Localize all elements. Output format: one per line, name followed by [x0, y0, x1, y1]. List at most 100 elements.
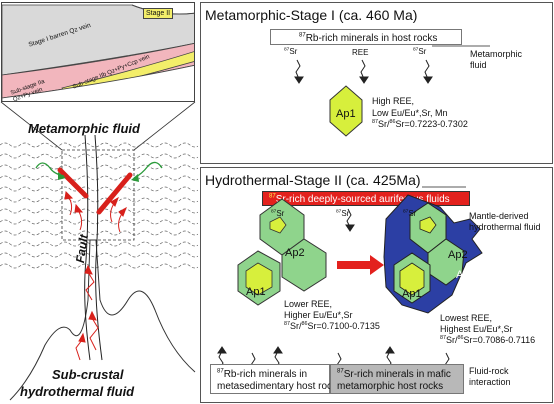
foliation-line	[0, 263, 198, 269]
foliation-line	[0, 230, 198, 236]
left-ap1-label: Ap1	[246, 286, 266, 298]
left-drawing	[0, 101, 198, 401]
right-ap1-core	[399, 262, 425, 296]
stage1-sr-right-text: Sr	[418, 47, 427, 56]
stage2-right-desc-l3-a: Sr/	[446, 335, 458, 345]
stage2-panel	[200, 167, 553, 403]
foliation-line	[0, 241, 198, 247]
fluid-rock-l2: interaction	[469, 377, 511, 387]
left-ap-right	[281, 238, 327, 292]
stage2-right-desc-l2: Highest Eu/Eu*,Sr	[440, 324, 513, 334]
left-ap1-core	[245, 262, 273, 296]
stage2-tag: Stage II	[143, 8, 174, 19]
stage1-title: Metamorphic-Stage I (ca. 460 Ma)	[205, 7, 418, 23]
foliation-line	[0, 164, 198, 170]
red-fluid-arrows	[64, 190, 127, 361]
foliation-line	[0, 153, 198, 159]
metamorphic-fluid-label: Metamorphic fluid	[28, 121, 140, 136]
foliation-line	[0, 186, 198, 192]
stage2-mantle-l2: hydrothermal fluid	[469, 222, 541, 232]
stage1-desc-l3: 87Sr/86Sr=0.7223-0.7302	[372, 119, 468, 129]
host-rock-foliation	[0, 142, 198, 269]
stage1-sr-right-sup: 87	[413, 47, 419, 53]
stage1-rb-box: 87Rb-rich minerals in host rocks	[270, 29, 462, 45]
stage2-sr-2-text: Sr	[341, 209, 350, 218]
stage2-right-desc-l3-b-sup: 86	[457, 335, 464, 341]
stage1-desc-l3-b-sup: 86	[389, 119, 396, 125]
stage2-right-desc-l3-b: Sr=0.7086-0.7116	[463, 335, 536, 345]
stage2-sr-box-sup: 87	[337, 368, 344, 375]
stage2-banner-sup: 87	[269, 193, 276, 200]
stage2-left-desc-l3-b: Sr=0.7100-0.7135	[307, 321, 380, 331]
stage2-rb-box-sup: 87	[217, 368, 224, 375]
stage1-panel	[200, 2, 553, 164]
fault-label: Fault	[73, 233, 91, 264]
stage2-transition-arrow	[337, 255, 384, 275]
right-ap2-label: Ap2	[448, 249, 468, 261]
stage2-drawing	[217, 186, 483, 376]
stage1-arrows	[294, 59, 433, 84]
stage1-rb-sup: 87	[299, 32, 306, 39]
foliation-line	[0, 142, 198, 148]
stage2-sr-box-l1: 87Sr-rich minerals in mafic	[337, 369, 463, 381]
stage2-sr-box-l2: metamorphic host rocks	[337, 381, 444, 392]
stage2-sr-3-sup: 87	[403, 209, 409, 215]
foliation-line	[0, 175, 198, 181]
stage2-sr-1-text: Sr	[276, 209, 285, 218]
stage2-right-cluster	[383, 194, 483, 314]
subcrustal-label-1: Sub-crustal	[52, 367, 124, 382]
stage2-left-cluster	[237, 198, 327, 306]
foliation-line	[0, 197, 198, 203]
stage2-left-desc-l2: Higher Eu/Eu*,Sr	[284, 310, 353, 320]
stage1-desc-l3-a-sup: 87	[372, 119, 378, 125]
stage1-fluid-l2: fluid	[470, 60, 487, 70]
stage1-fluid-l1: Metamorphic	[470, 49, 523, 59]
stage2-right-desc-l1: Lowest REE,	[440, 313, 493, 323]
stage2-sr-2-sup: 87	[336, 209, 342, 215]
fault-line-b	[94, 134, 103, 361]
right-ap3-label: Ap3	[456, 269, 476, 281]
stage1-desc-l3-a: Sr/	[378, 119, 390, 129]
stage2-right-desc-l3: 87Sr/86Sr=0.7086-0.7116	[440, 335, 536, 345]
stage2-sr-box-text: Sr-rich minerals in mafic	[343, 369, 451, 380]
stage2-sr-3: 87Sr	[403, 209, 416, 218]
stage2-left-desc-l3-a-sup: 87	[284, 321, 290, 327]
subcrustal-label-2: hydrothermal fluid	[20, 384, 135, 399]
stage1-rb-text: Rb-rich minerals in host rocks	[305, 33, 438, 44]
stage1-sr-left-sup: 87	[284, 47, 290, 53]
stage1-drawing	[294, 45, 490, 137]
red-vein-right	[96, 172, 133, 215]
left-ap2-core	[269, 216, 287, 234]
green-arrow-right	[133, 161, 163, 179]
subcrustal-outline	[9, 239, 196, 401]
stage2-rb-box: 87Rb-rich minerals in metasedimentary ho…	[210, 364, 343, 394]
stage2-left-desc-l3-a: Sr/	[290, 321, 302, 331]
vein-host-lower	[2, 65, 194, 101]
stage2-banner-text: Sr-rich deeply-sourced auriferous fluids	[275, 194, 450, 205]
green-arrow-left-head	[58, 172, 66, 180]
left-ap2-label: Ap2	[285, 247, 305, 259]
green-arrow-right-head	[131, 174, 139, 182]
stage2-left-desc-l1: Lower REE,	[284, 299, 333, 309]
zoom-rectangle	[61, 149, 135, 241]
stage1-sr-right: 87Sr	[413, 47, 427, 56]
stage2-left-desc-l3: 87Sr/86Sr=0.7100-0.7135	[284, 321, 380, 331]
stage1-sr-left: 87Sr	[284, 47, 297, 56]
stage1-ap1-crystal	[329, 85, 363, 137]
stage2-rb-box-l1: 87Rb-rich minerals in	[217, 369, 329, 381]
stage1-desc-l3-b: Sr=0.7223-0.7302	[395, 119, 468, 129]
foliation-line	[0, 219, 198, 225]
stage2-title: Hydrothermal-Stage II (ca. 425Ma)	[205, 172, 421, 188]
stage1-ap1-label: Ap1	[336, 108, 356, 120]
stage2-rb-box-l2: metasedimentary host rocks	[217, 381, 343, 392]
stage2-left-desc-l3-b-sup: 86	[301, 321, 308, 327]
stage2-rb-box-text: Rb-rich minerals in	[223, 369, 308, 380]
right-ap1-label: Ap1	[402, 288, 422, 300]
vein-inset: Stage II Stage I barren Qz vein Sub-stag…	[1, 2, 195, 102]
stage2-mantle-l1: Mantle-derived	[469, 211, 529, 221]
stage2-sr-2: 87Sr	[336, 209, 350, 218]
stage1-desc-l2: Low Eu/Eu*,Sr, Mn	[372, 108, 448, 118]
fluid-rock-l1: Fluid-rock	[469, 366, 509, 376]
red-vein-left	[57, 167, 89, 199]
vein-inset-svg	[2, 4, 194, 101]
